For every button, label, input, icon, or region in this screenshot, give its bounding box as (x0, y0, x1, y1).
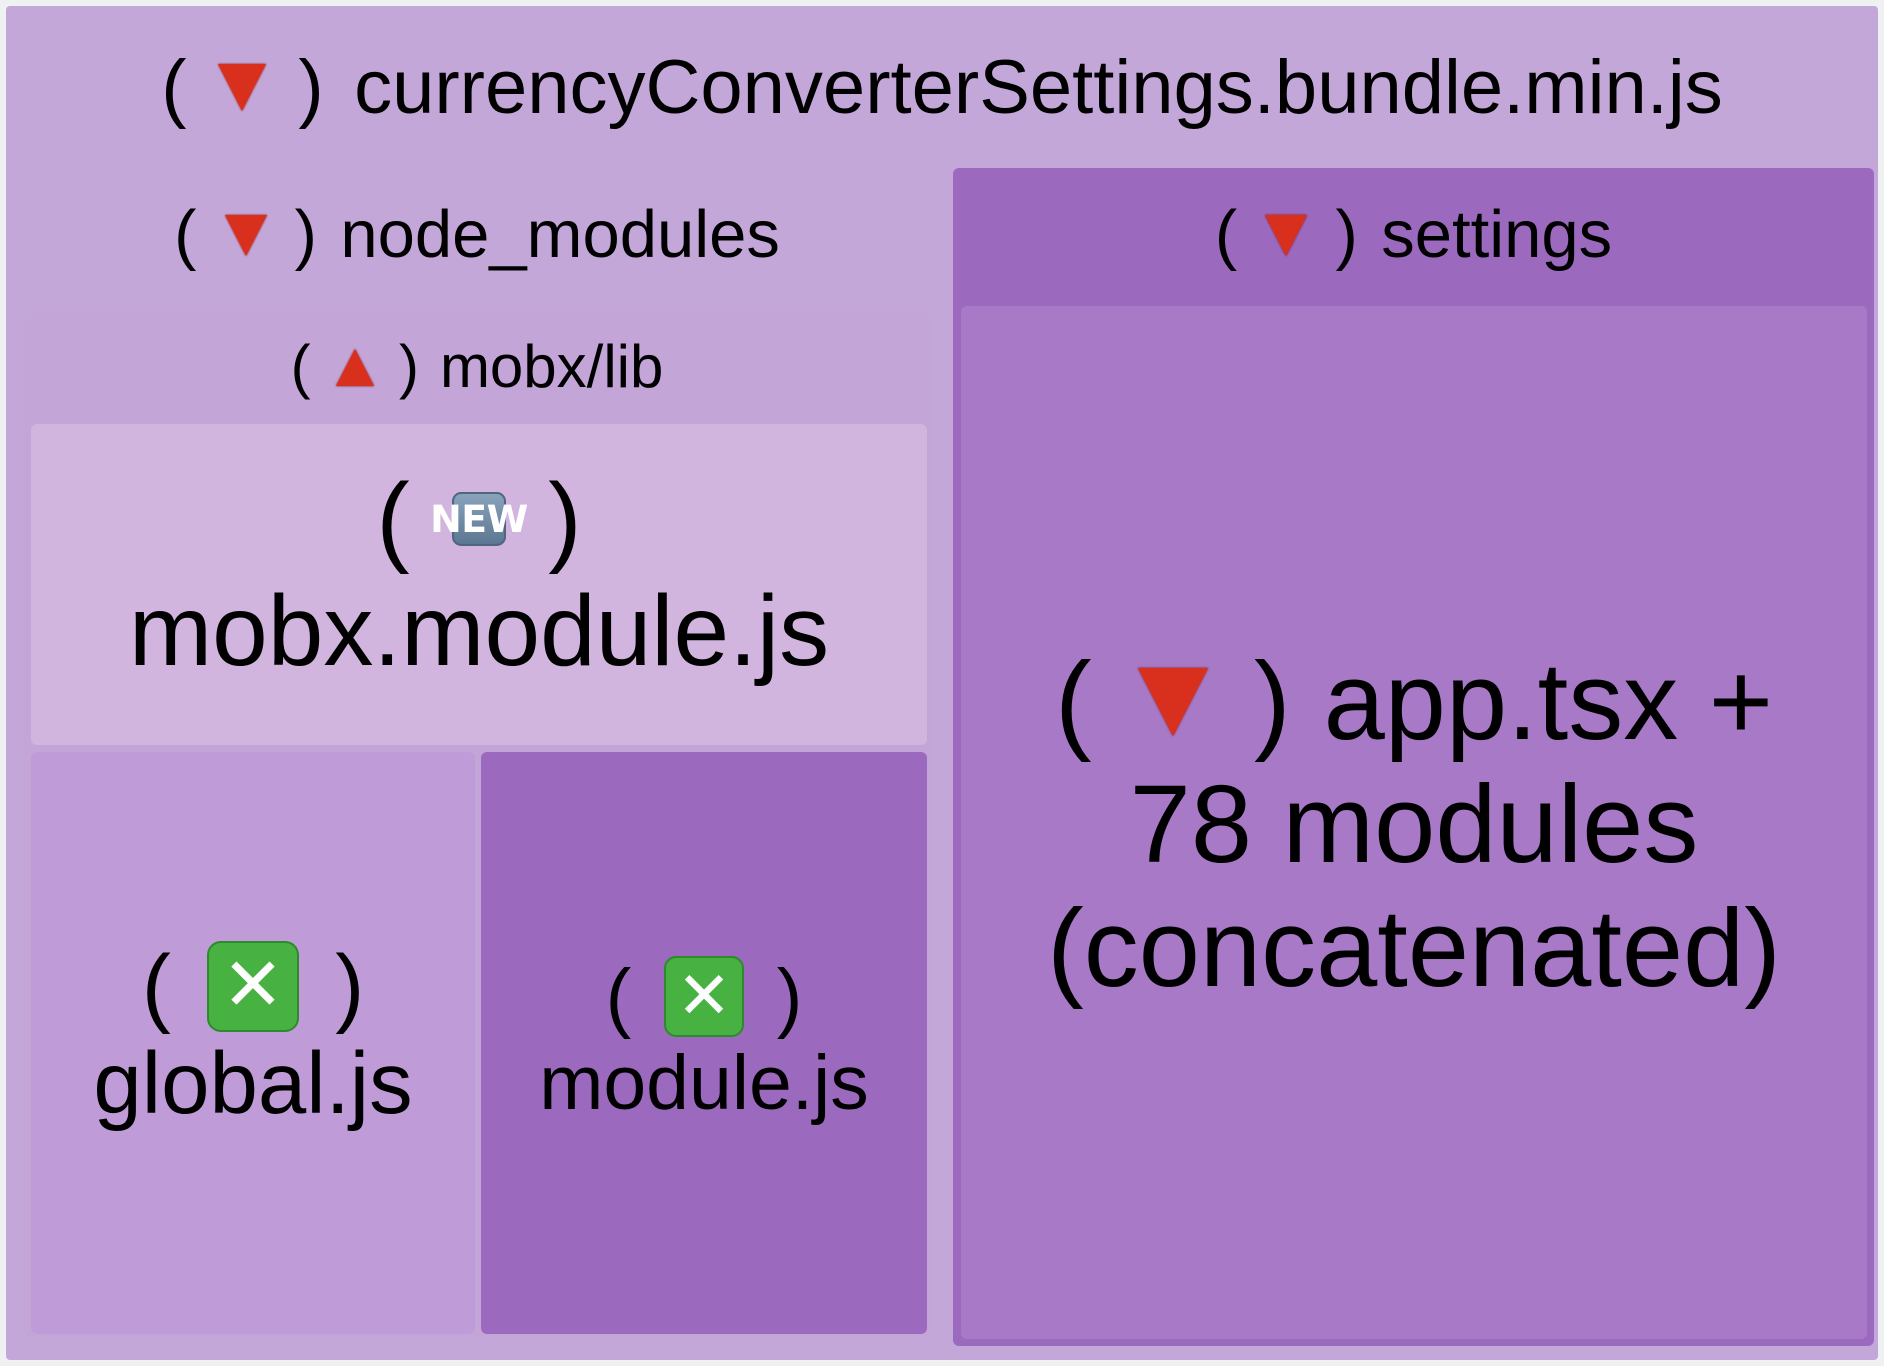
treemap-app-tsx[interactable] (961, 306, 1867, 1339)
red-triangle-down-icon (218, 64, 267, 111)
paren-close: ) (398, 333, 419, 401)
paren-close: ) (1253, 640, 1291, 764)
x-mark: ✕ (222, 942, 284, 1029)
new-badge-text: NEW (430, 496, 528, 541)
settings-name: settings (1381, 197, 1613, 273)
app-status-line: ( ) app.tsx + (1055, 640, 1773, 763)
root-label: ( ) currencyConverterSettings.bundle.min… (6, 30, 1878, 145)
mobx-lib-name: mobx/lib (439, 333, 664, 401)
new-badge-icon: NEW (430, 491, 528, 547)
global-name: global.js (93, 1035, 413, 1132)
paren-open: ( (605, 953, 632, 1040)
app-name-line2: 78 modules (1129, 763, 1699, 887)
paren-close: ) (298, 44, 324, 130)
red-triangle-down-icon (224, 214, 267, 256)
treemap-module-js[interactable] (481, 752, 927, 1334)
root-name: currencyConverterSettings.bundle.min.js (354, 44, 1723, 130)
paren-close: ) (294, 197, 317, 273)
app-name-line3: (concatenated) (1047, 886, 1781, 1010)
node-modules-label: ( ) node_modules (24, 190, 930, 280)
paren-close: ) (776, 953, 803, 1040)
paren-open: ( (141, 937, 171, 1035)
global-label: ( ✕ ) global.js (31, 930, 475, 1140)
mobx-module-label: ( NEW ) mobx.module.js (31, 450, 927, 700)
app-name-line1: app.tsx + (1323, 640, 1774, 764)
app-label: ( ) app.tsx + 78 modules (concatenated) (961, 640, 1867, 1010)
red-triangle-down-icon (1137, 667, 1208, 736)
module-status-line: ( ✕ ) (606, 954, 803, 1040)
treemap-mobx-module-js[interactable] (31, 424, 927, 745)
paren-open: ( (174, 197, 197, 273)
paren-open: ( (1054, 640, 1092, 764)
paren-open: ( (290, 333, 311, 401)
treemap-global-js[interactable] (31, 752, 475, 1334)
paren-close: ) (1335, 197, 1358, 273)
mobx-lib-label: ( ) mobx/lib (24, 328, 930, 406)
x-mark: ✕ (676, 958, 732, 1035)
green-x-icon: ✕ (663, 956, 745, 1038)
paren-open: ( (161, 44, 187, 130)
mobx-module-name: mobx.module.js (128, 575, 830, 687)
paren-open: ( (1214, 197, 1238, 273)
module-name: module.js (539, 1040, 869, 1126)
red-triangle-up-icon (335, 348, 374, 386)
red-triangle-down-icon (1265, 214, 1308, 256)
node-modules-name: node_modules (340, 197, 780, 273)
paren-close: ) (548, 463, 582, 575)
module-label: ( ✕ ) module.js (481, 945, 927, 1135)
paren-close: ) (335, 937, 365, 1035)
green-x-icon: ✕ (207, 940, 299, 1032)
mobx-module-status-line: ( NEW ) (376, 463, 581, 575)
settings-label: ( ) settings (953, 190, 1874, 280)
global-status-line: ( ✕ ) (142, 938, 364, 1035)
paren-open: ( (376, 463, 410, 575)
